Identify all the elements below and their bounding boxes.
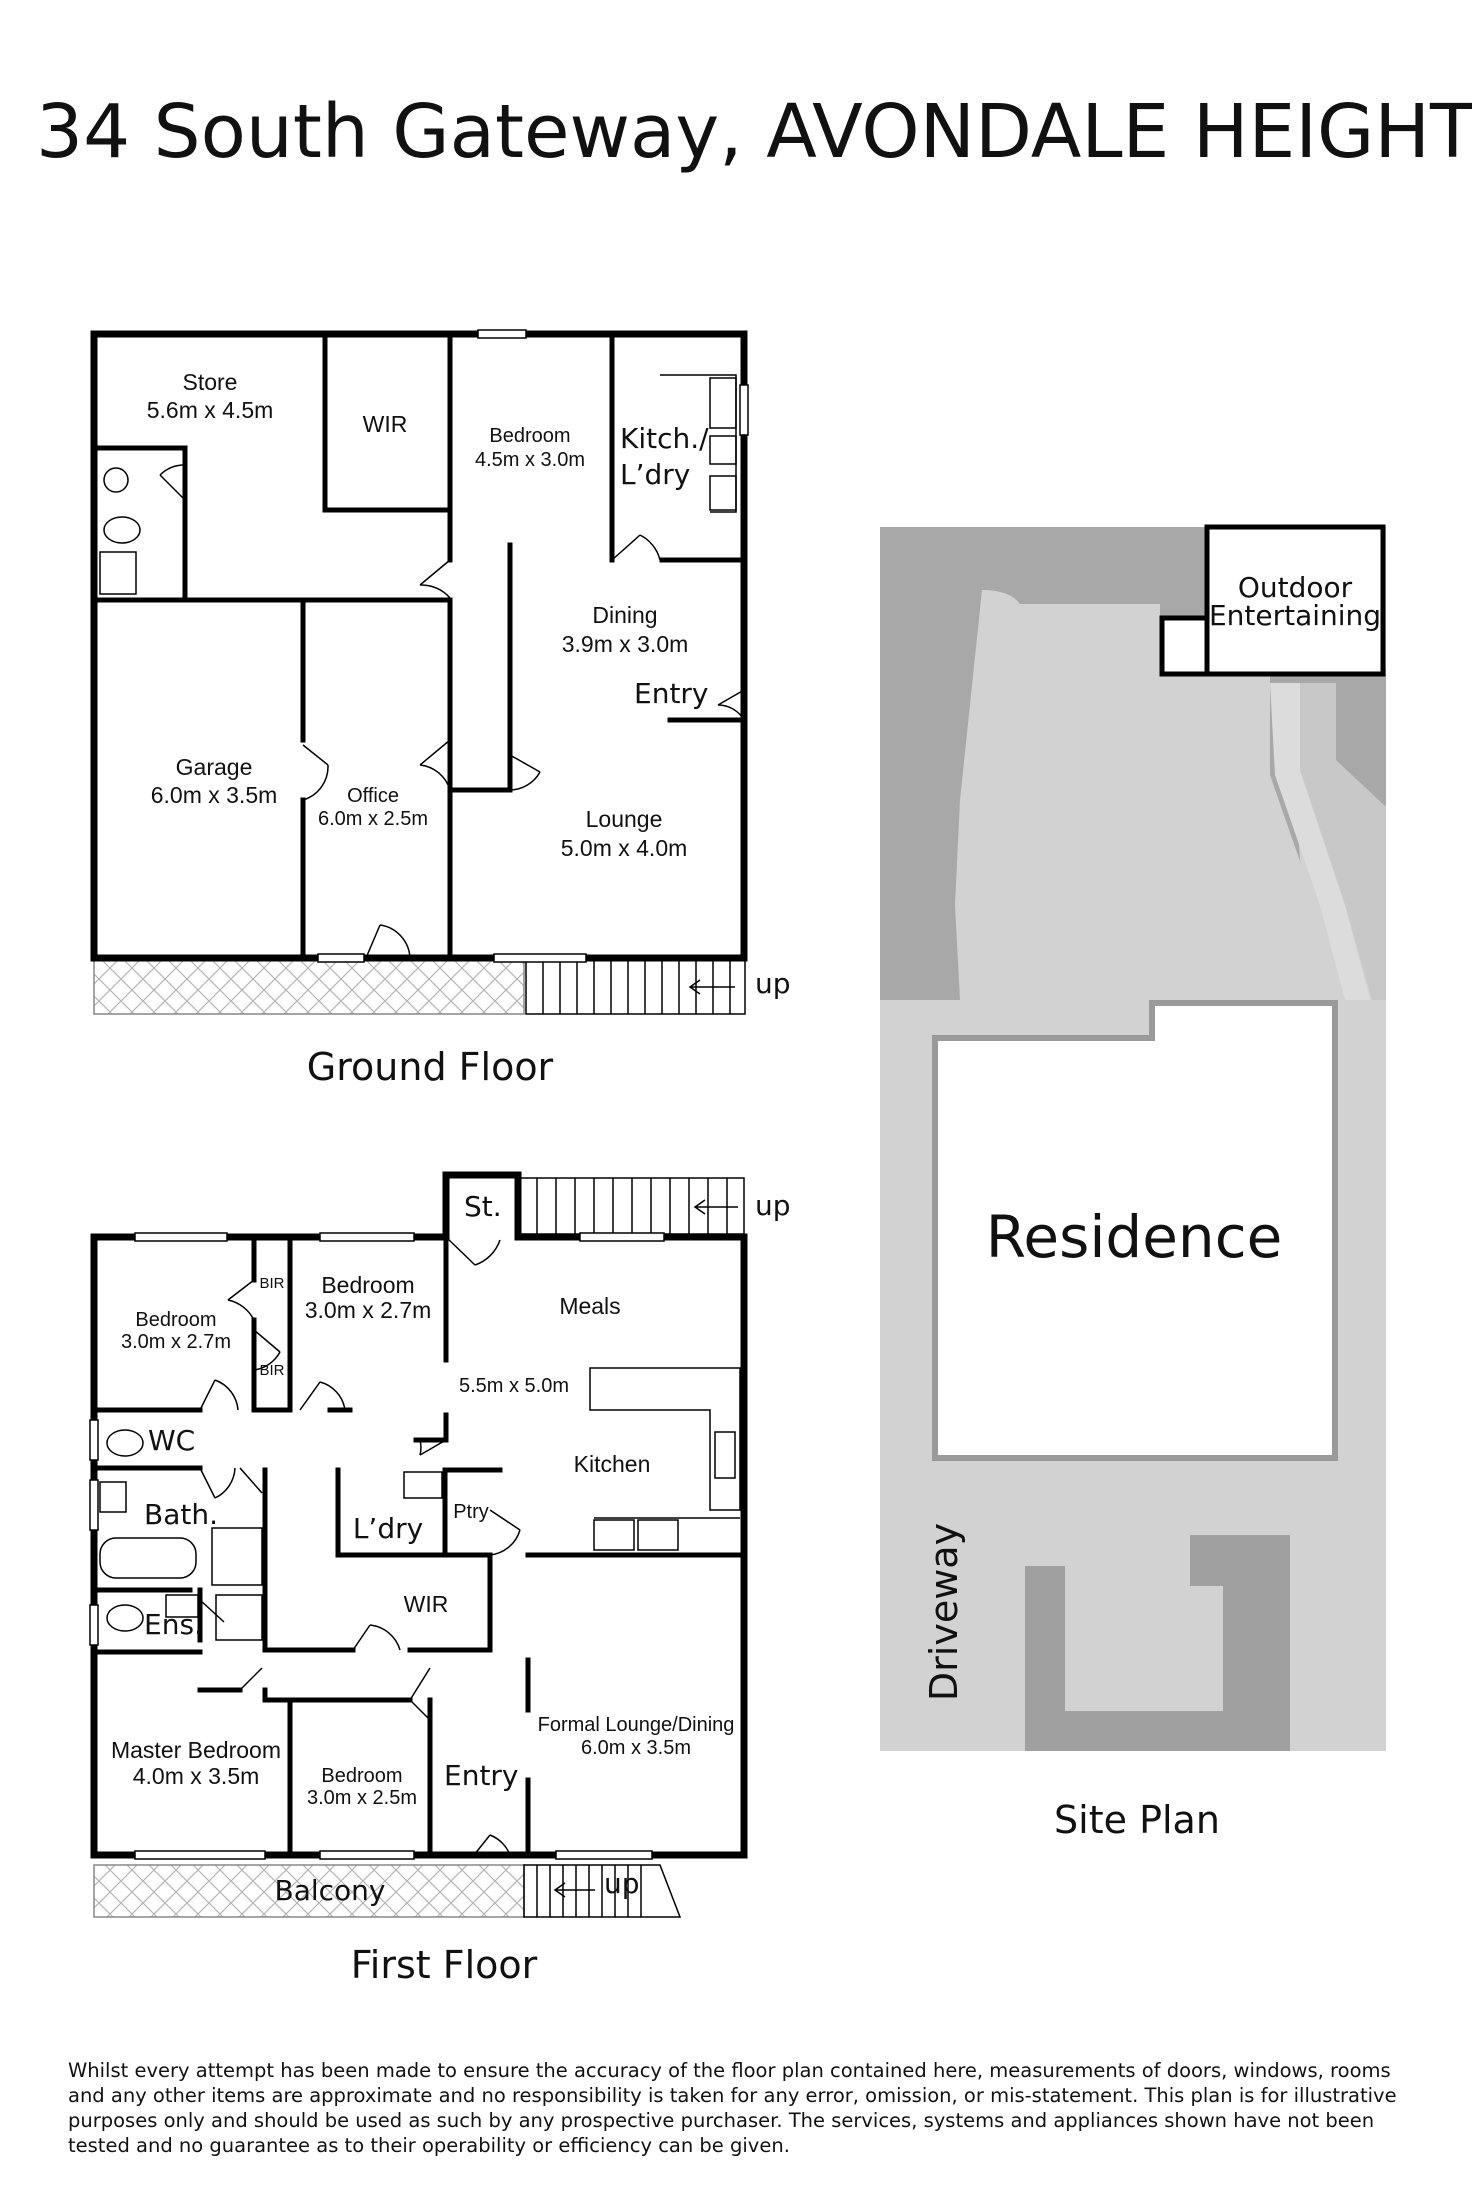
ff-kitchen-label: Kitchen [574,1451,651,1477]
gf-office-label: Office [347,785,399,807]
site-plan-caption: Site Plan [1054,1798,1220,1842]
gf-bedroom-size: 4.5m x 3.0m [475,449,585,471]
gf-bedroom-label: Bedroom [489,425,570,447]
ff-meals-label: Meals [559,1293,620,1319]
site-residence [932,1000,1338,1461]
ground-stairs [525,957,746,1015]
gf-store-label: Store [183,369,238,395]
gf-wir-label: WIR [363,411,408,437]
balcony-stairs [523,1864,682,1918]
site-residence-label: Residence [986,1203,1283,1271]
ground-deck [93,957,525,1015]
ff-stairs-up-top: up [755,1189,791,1222]
ff-wc-label: WC [148,1424,195,1457]
ff-bath-label: Bath. [144,1498,218,1531]
ff-pantry-label: Ptry [453,1501,489,1523]
ff-storage-label: St. [464,1190,502,1223]
gf-kitchen-label-2: L’dry [620,458,690,491]
ff-wir-label: WIR [404,1591,449,1617]
ff-master-size: 4.0m x 3.5m [133,1763,260,1789]
site-outdoor-label-1: Outdoor [1238,571,1353,604]
gf-lounge-size: 5.0m x 4.0m [561,835,688,861]
disclaimer-text: Whilst every attempt has been made to en… [68,2059,1397,2157]
ff-formal-size: 6.0m x 3.5m [581,1737,691,1759]
gf-kitchen-label-1: Kitch./ [620,422,709,455]
gf-office-size: 6.0m x 2.5m [318,808,428,830]
top-stairs [518,1177,745,1235]
ff-bir-top-label: BIR [259,1275,284,1292]
ground-outer-wall [90,330,748,962]
ff-bedroom-small-label: Bedroom [321,1765,402,1787]
site-driveway-label: Driveway [922,1523,966,1701]
ff-bedroom-left-label: Bedroom [135,1309,216,1331]
ff-laundry-label: L’dry [353,1512,423,1545]
ground-floor-plan: Store 5.6m x 4.5m WIR Bedroom 4.5m x 3.0… [90,329,791,1089]
ff-master-label: Master Bedroom [111,1737,281,1763]
ff-formal-label: Formal Lounge/Dining [538,1714,735,1736]
ff-ensuite-label: Ens. [144,1608,203,1641]
first-floor-caption: First Floor [351,1943,538,1987]
ff-bedroom-left-size: 3.0m x 2.7m [121,1331,231,1353]
site-plan: Outdoor Entertaining Residence Driveway … [880,524,1386,1842]
site-outdoor-entertaining [1204,524,1386,677]
site-lawn [955,590,1340,1000]
gf-dining-size: 3.9m x 3.0m [562,631,689,657]
ff-bir-bottom-label: BIR [259,1362,284,1379]
ground-floor-caption: Ground Floor [307,1045,554,1089]
ff-bedroom-mid-label: Bedroom [321,1272,414,1298]
gf-garage-size: 6.0m x 3.5m [151,782,278,808]
ff-balcony-label: Balcony [275,1874,386,1907]
site-outdoor-label-2: Entertaining [1209,599,1381,632]
gf-lounge-label: Lounge [586,806,663,832]
gf-dining-label: Dining [592,602,657,628]
page-title: 34 South Gateway, AVONDALE HEIGHTS [36,89,1472,175]
first-floor-plan: St. Bedroom 3.0m x 2.7m BIR BIR Bedroom … [89,1171,791,1987]
gf-store-size: 5.6m x 4.5m [147,397,274,423]
site-side-strip [1300,683,1386,1000]
site-driveway-kerb [1025,1535,1290,1751]
gf-entry-label: Entry [634,677,709,710]
gf-stairs-up-label: up [755,967,791,1000]
ff-entry-label: Entry [444,1759,519,1792]
first-outer-wall [90,1171,748,1859]
gf-garage-label: Garage [176,754,253,780]
ff-bedroom-small-size: 3.0m x 2.5m [307,1787,417,1809]
site-side-path [1270,683,1370,1000]
ff-bedroom-mid-size: 3.0m x 2.7m [305,1297,432,1323]
ff-stairs-up-bottom: up [604,1867,640,1900]
ff-meals-size: 5.5m x 5.0m [459,1375,569,1397]
